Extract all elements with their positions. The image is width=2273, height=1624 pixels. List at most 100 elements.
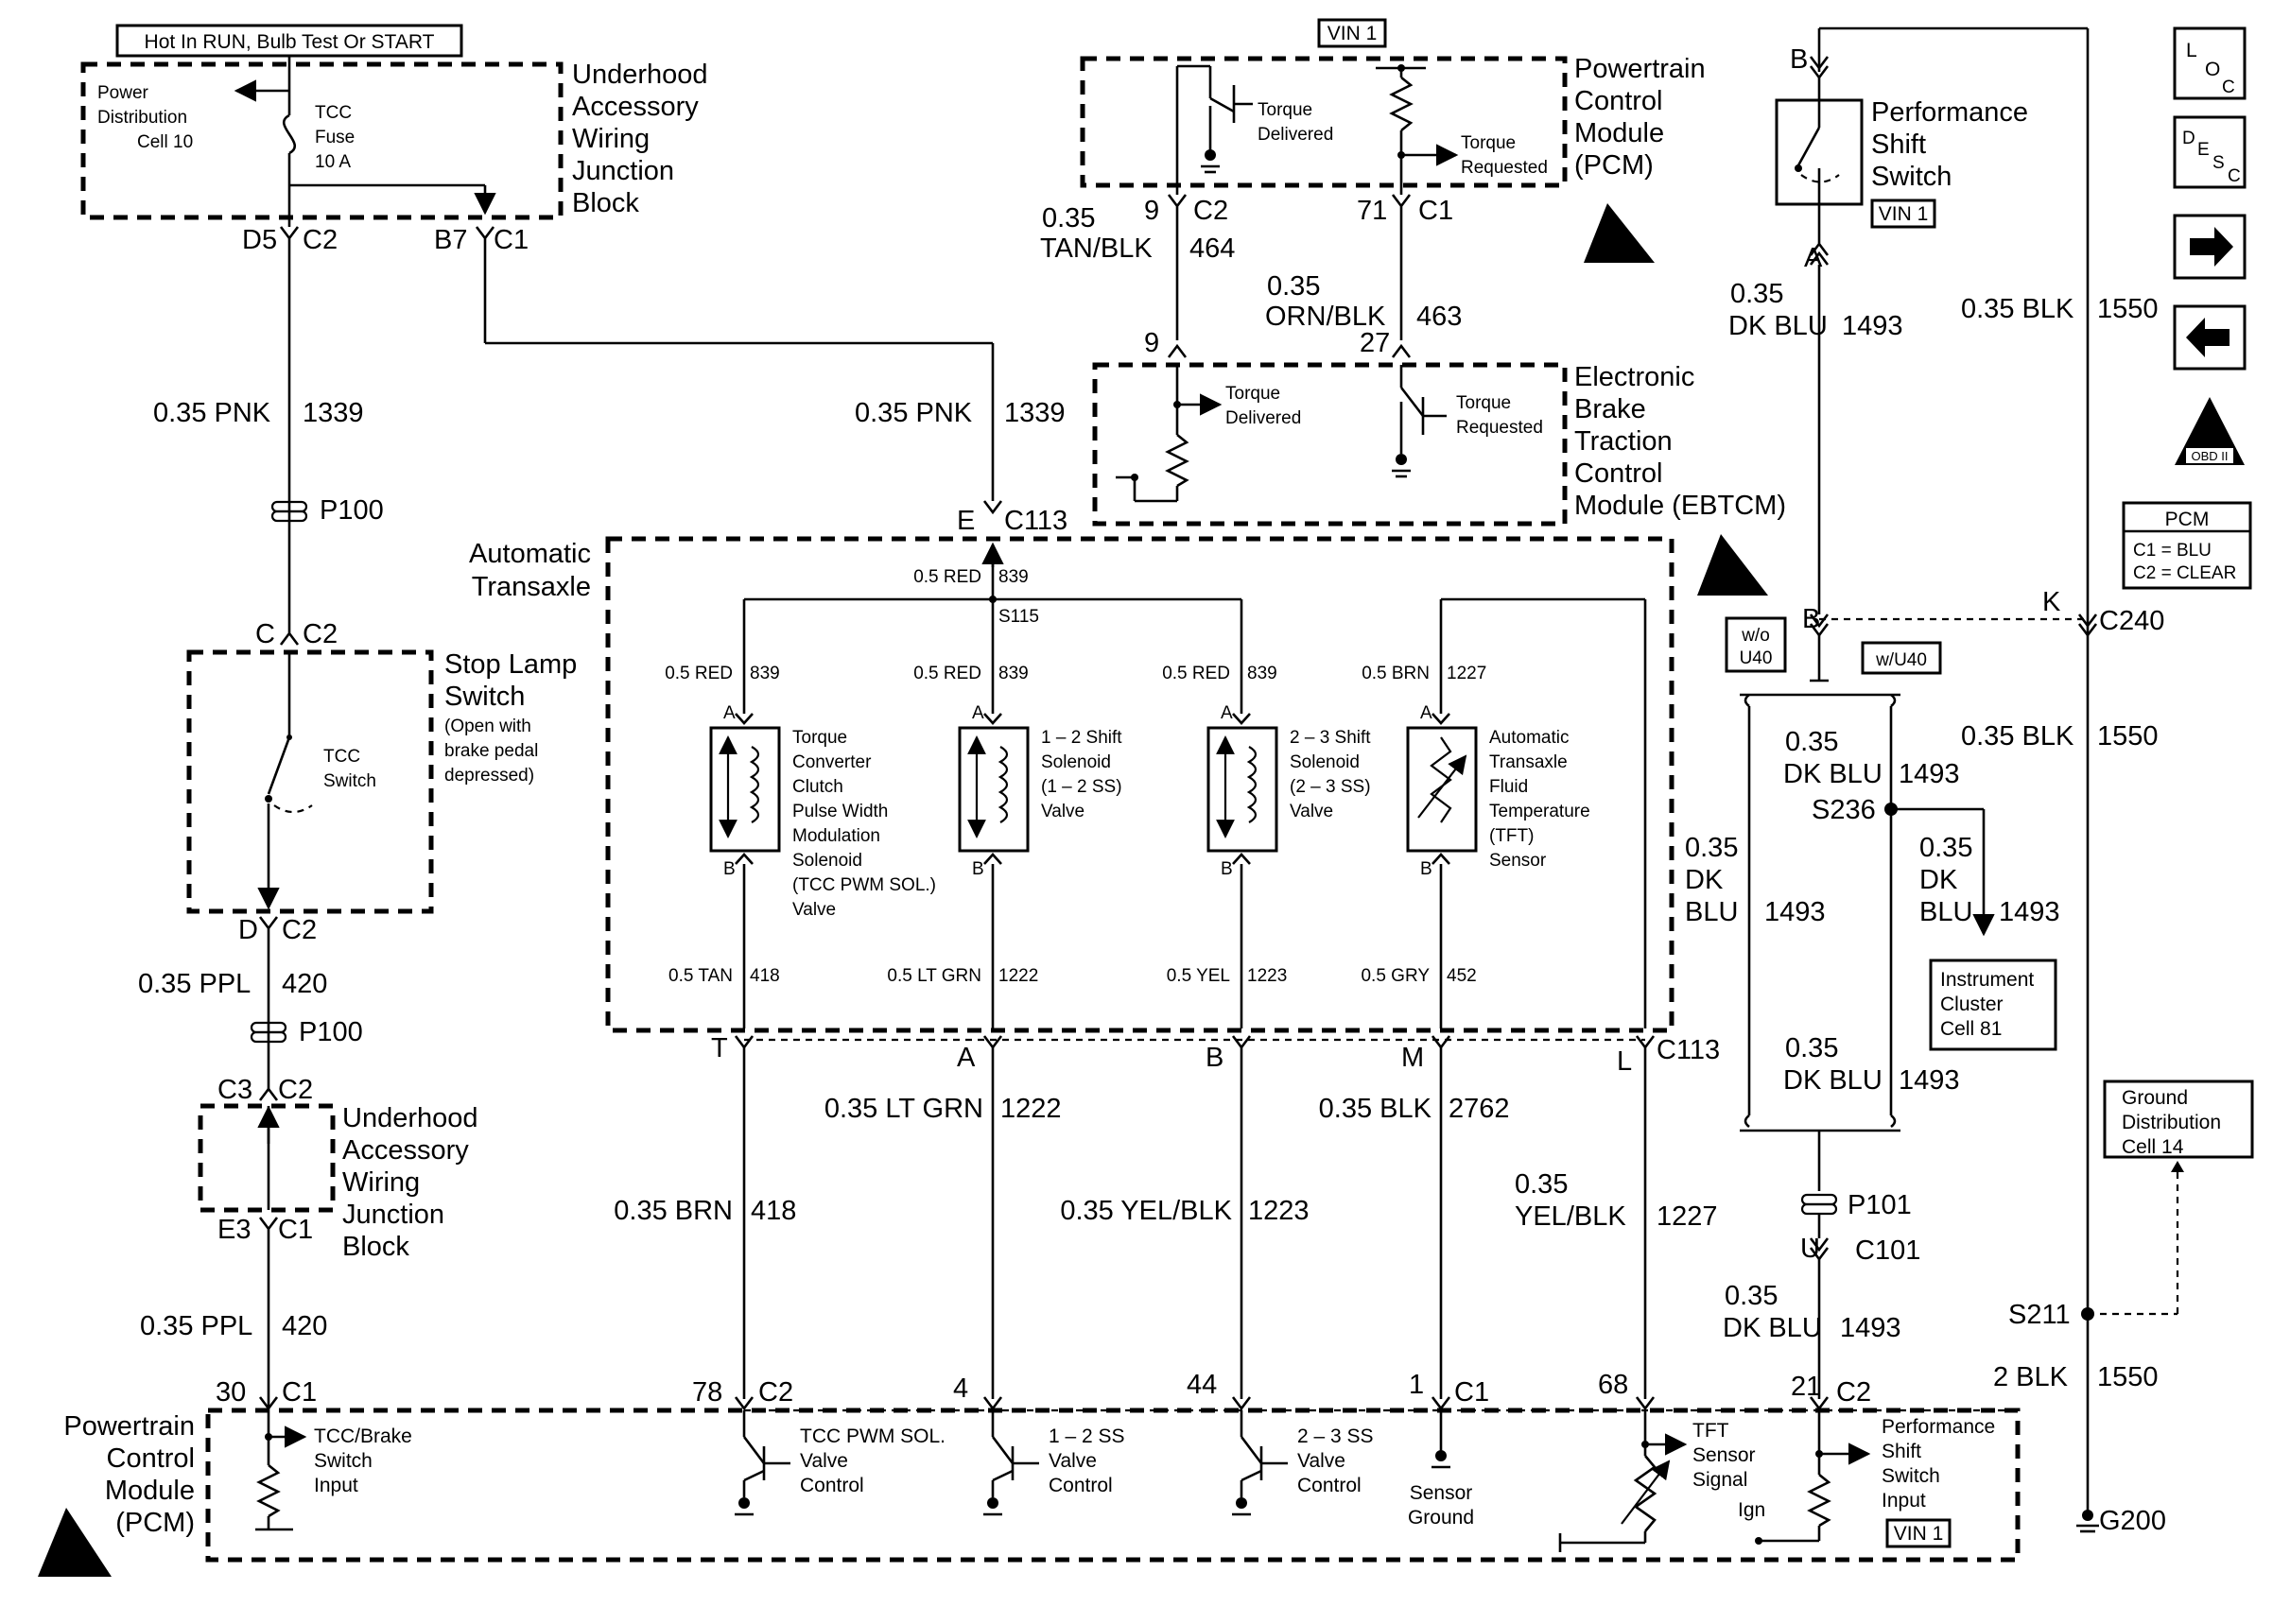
ebtcm-resistor-icon [1165, 433, 1189, 488]
location-icon[interactable]: L O C [2173, 26, 2247, 100]
svg-text:(Open with: (Open with [444, 717, 531, 736]
svg-text:Control: Control [1049, 1475, 1113, 1496]
tcc-fuse-label: TCC Fuse 10 A [315, 103, 355, 172]
svg-text:Torque: Torque [1461, 133, 1516, 153]
svg-text:OBD II: OBD II [2191, 449, 2228, 463]
svg-text:0.35: 0.35 [1785, 727, 1838, 757]
svg-text:1493: 1493 [1899, 1065, 1960, 1096]
svg-text:Distribution: Distribution [2122, 1112, 2221, 1133]
svg-text:E: E [2197, 140, 2210, 160]
svg-text:1493: 1493 [1999, 897, 2060, 927]
uawjb-top-title: Underhood Accessory Wiring Junction Bloc… [572, 60, 708, 218]
description-icon[interactable]: D E S C [2173, 115, 2247, 189]
svg-text:DK BLU: DK BLU [1728, 311, 1828, 341]
svg-text:DK BLU: DK BLU [1783, 759, 1883, 789]
svg-text:Distribution: Distribution [97, 108, 187, 128]
instrument-cluster-ref [1929, 959, 2057, 1051]
svg-text:A: A [723, 703, 736, 723]
svg-text:TCC: TCC [323, 747, 360, 767]
obd-ii-icon[interactable]: OBD II [2175, 397, 2245, 465]
tcc-pwm-driver-transistor-icon [735, 1410, 790, 1516]
svg-text:Automatic: Automatic [1489, 728, 1569, 748]
svg-text:Ground: Ground [2122, 1087, 2188, 1109]
svg-text:Delivered: Delivered [1225, 408, 1301, 428]
previous-page-icon[interactable] [2173, 304, 2247, 371]
svg-text:0.5 GRY: 0.5 GRY [1361, 966, 1430, 986]
svg-text:0.5 TAN: 0.5 TAN [668, 966, 733, 986]
svg-text:0.35 BLK: 0.35 BLK [1961, 294, 2074, 324]
next-page-icon[interactable] [2173, 214, 2247, 280]
svg-text:S236: S236 [1812, 795, 1876, 825]
svg-text:E3: E3 [217, 1215, 251, 1245]
svg-text:Module (EBTCM): Module (EBTCM) [1574, 491, 1786, 521]
svg-text:1493: 1493 [1764, 897, 1826, 927]
pcm-bottom-title: Powertrain Control Module (PCM) [63, 1411, 195, 1538]
svg-text:TCC/Brake: TCC/Brake [314, 1425, 412, 1447]
svg-text:Module: Module [1574, 118, 1664, 148]
svg-text:Input: Input [314, 1475, 358, 1496]
stop-lamp-switch-title: Stop Lamp Switch (Open with brake pedal … [444, 649, 577, 786]
pcm-torque-requested-label: Torque Requested [1461, 133, 1548, 178]
tft-signal-label: TFT Sensor Signal [1692, 1420, 1756, 1491]
svg-text:420: 420 [282, 1311, 327, 1341]
svg-text:BLU: BLU [1685, 897, 1738, 927]
svg-text:0.35 BLK: 0.35 BLK [1319, 1094, 1432, 1124]
svg-text:S: S [2212, 153, 2225, 173]
svg-text:2762: 2762 [1449, 1094, 1510, 1124]
svg-text:Traction: Traction [1574, 426, 1673, 457]
svg-text:Control: Control [1574, 458, 1663, 489]
svg-text:0.35 BLK: 0.35 BLK [1961, 721, 2074, 752]
tcc-brake-input-label: TCC/Brake Switch Input [314, 1425, 412, 1496]
svg-text:A: A [972, 703, 984, 723]
svg-text:Block: Block [342, 1232, 409, 1262]
svg-text:0.35 BRN: 0.35 BRN [614, 1196, 733, 1226]
svg-text:0.5 LT GRN: 0.5 LT GRN [887, 966, 981, 986]
svg-text:(PCM): (PCM) [1574, 150, 1654, 181]
svg-text:DK BLU: DK BLU [1723, 1313, 1822, 1343]
svg-text:VIN 1: VIN 1 [1894, 1523, 1944, 1545]
svg-text:D: D [238, 915, 258, 945]
svg-text:C2: C2 [282, 915, 317, 945]
svg-text:Valve: Valve [792, 900, 836, 920]
svg-text:464: 464 [1189, 233, 1235, 264]
p101-connector-icon [1800, 1193, 1838, 1206]
svg-text:P100: P100 [320, 495, 384, 526]
underhood-junction-block-bottom [198, 1103, 336, 1213]
tcc-fuse-icon [282, 113, 297, 155]
svg-text:C1: C1 [1454, 1377, 1489, 1408]
perf-switch-input-label: Performance Shift Switch Input [1882, 1416, 1995, 1512]
svg-text:Switch: Switch [1871, 162, 1952, 192]
svg-text:Wiring: Wiring [572, 124, 650, 154]
svg-text:Ground: Ground [1408, 1507, 1474, 1529]
tcc-pwm-control-label: TCC PWM SOL. Valve Control [800, 1425, 946, 1496]
svg-text:C3: C3 [217, 1075, 252, 1105]
svg-text:839: 839 [750, 664, 780, 683]
esd-warning-icon-top [1584, 203, 1655, 263]
svg-text:B: B [1206, 1043, 1223, 1073]
svg-text:C2 = CLEAR: C2 = CLEAR [2133, 563, 2236, 583]
svg-text:Valve: Valve [1290, 802, 1333, 821]
svg-text:0.5 RED: 0.5 RED [665, 664, 733, 683]
uawjb-bottom-title: Underhood Accessory Wiring Junction Bloc… [342, 1103, 478, 1262]
svg-text:A: A [1221, 703, 1233, 723]
svg-text:1223: 1223 [1248, 1196, 1310, 1226]
svg-text:Switch: Switch [323, 771, 376, 791]
hot-in-run-text: Hot In RUN, Bulb Test Or START [145, 31, 435, 53]
underhood-junction-block-top [80, 61, 564, 220]
svg-text:C2: C2 [1193, 196, 1228, 226]
svg-text:Control: Control [1574, 86, 1663, 116]
svg-text:418: 418 [750, 966, 780, 986]
sensor-ground-label: Sensor Ground [1408, 1482, 1474, 1529]
svg-text:Control: Control [107, 1443, 196, 1474]
svg-text:PCM: PCM [2165, 509, 2210, 530]
svg-text:71: 71 [1357, 196, 1387, 226]
svg-text:C: C [2222, 78, 2235, 97]
svg-text:418: 418 [751, 1196, 796, 1226]
svg-text:Junction: Junction [342, 1200, 444, 1230]
svg-text:Valve: Valve [1297, 1450, 1345, 1472]
svg-text:C2: C2 [303, 225, 338, 255]
svg-text:C: C [255, 619, 275, 649]
vin1-tag-perf [1870, 199, 1936, 229]
tcc-pwm-solenoid [709, 713, 781, 865]
svg-text:B: B [1790, 44, 1808, 75]
